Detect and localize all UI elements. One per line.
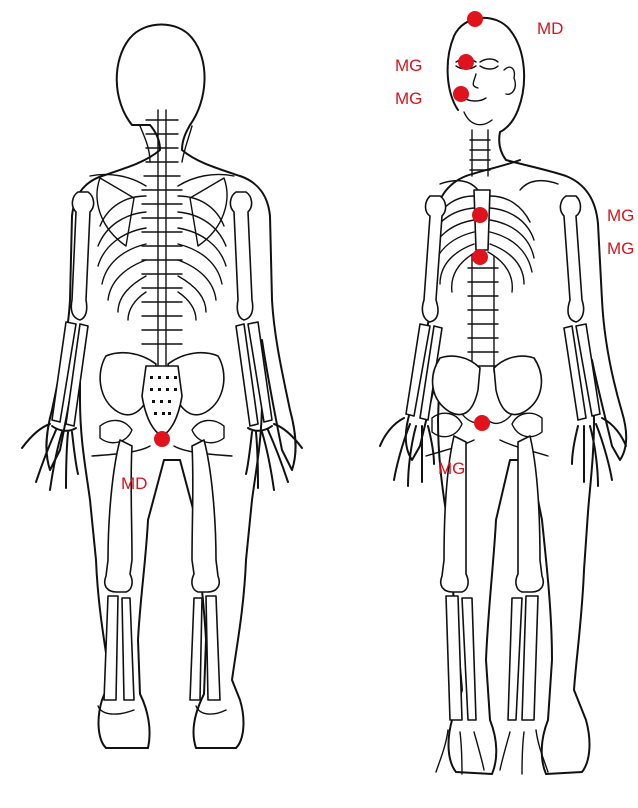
marker-mouth xyxy=(453,86,469,102)
posterior-figure xyxy=(22,25,302,749)
marker-eye xyxy=(458,54,474,70)
marker-head-top xyxy=(467,11,483,27)
label-eye: MG xyxy=(395,57,422,74)
label-head-top: MD xyxy=(537,20,563,37)
anterior-figure xyxy=(380,18,626,774)
marker-chest-2 xyxy=(472,249,488,265)
marker-chest-1 xyxy=(472,207,488,223)
label-pelvis-front: MG xyxy=(438,460,465,477)
marker-posterior-pelvis xyxy=(154,431,170,447)
posterior-spine xyxy=(142,110,182,380)
label-posterior-pelvis: MD xyxy=(121,475,147,492)
label-mouth: MG xyxy=(395,90,422,107)
label-chest-1: MG xyxy=(607,207,634,224)
label-chest-2: MG xyxy=(607,240,634,257)
marker-pelvis-front xyxy=(474,415,490,431)
